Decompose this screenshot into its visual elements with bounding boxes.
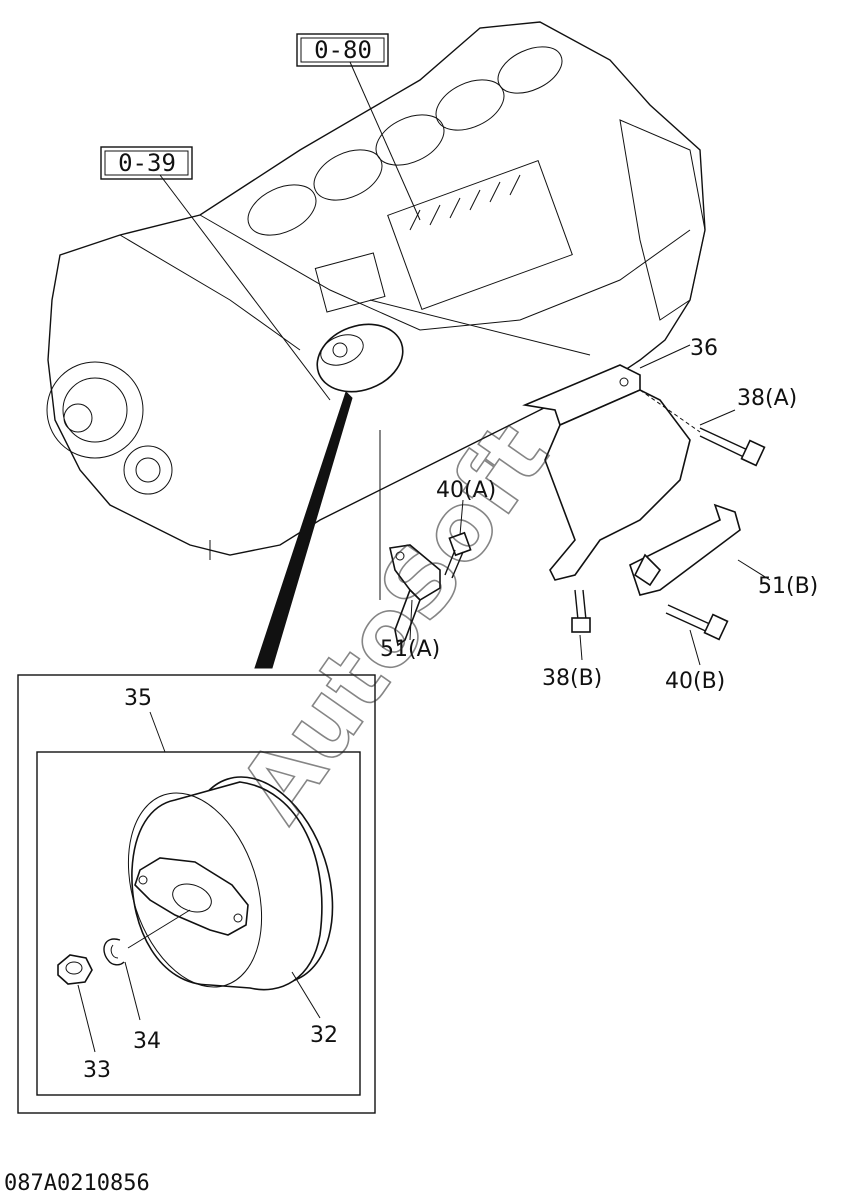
callout-40b: 40(B): [665, 669, 725, 694]
callout-32: 32: [310, 1023, 338, 1048]
detail-leader-lines: [77, 711, 321, 1053]
callout-51b: 51(B): [758, 574, 818, 599]
bracket-51a: [389, 544, 441, 647]
leader-lines: [159, 61, 771, 666]
detail-outer-frame: [17, 674, 376, 1114]
detail-callout-wedge: [254, 391, 353, 669]
drawing-code: 087A0210856: [4, 1171, 150, 1196]
detail-inner-frame: [36, 751, 361, 1096]
snap-ring-34: [103, 909, 191, 966]
bolt-38b: [571, 589, 591, 633]
nut-33: [57, 954, 93, 985]
pulley-32: [127, 776, 334, 991]
bracket-51b: [629, 503, 741, 596]
ref-box-0-80[interactable]: 0-80: [296, 33, 389, 67]
callout-36: 36: [690, 336, 718, 361]
ref-box-0-39[interactable]: 0-39: [100, 146, 193, 180]
callout-40a: 40(A): [436, 478, 496, 503]
callout-38b: 38(B): [542, 666, 602, 691]
bolt-40b: [665, 604, 729, 641]
callout-38a: 38(A): [737, 386, 797, 411]
ref-box-0-80-label: 0-80: [314, 36, 372, 64]
idler-pulley-on-engine: [316, 323, 404, 393]
ref-box-0-39-label: 0-39: [118, 149, 176, 177]
bracket-36: [522, 364, 691, 581]
bolt-38a: [639, 389, 766, 467]
callout-51a: 51(A): [380, 637, 440, 662]
callout-34: 34: [133, 1029, 161, 1054]
bolt-40a: [444, 531, 472, 579]
callout-35: 35: [124, 686, 152, 711]
callout-33: 33: [83, 1058, 111, 1083]
engine-block-illustration: [46, 21, 706, 600]
